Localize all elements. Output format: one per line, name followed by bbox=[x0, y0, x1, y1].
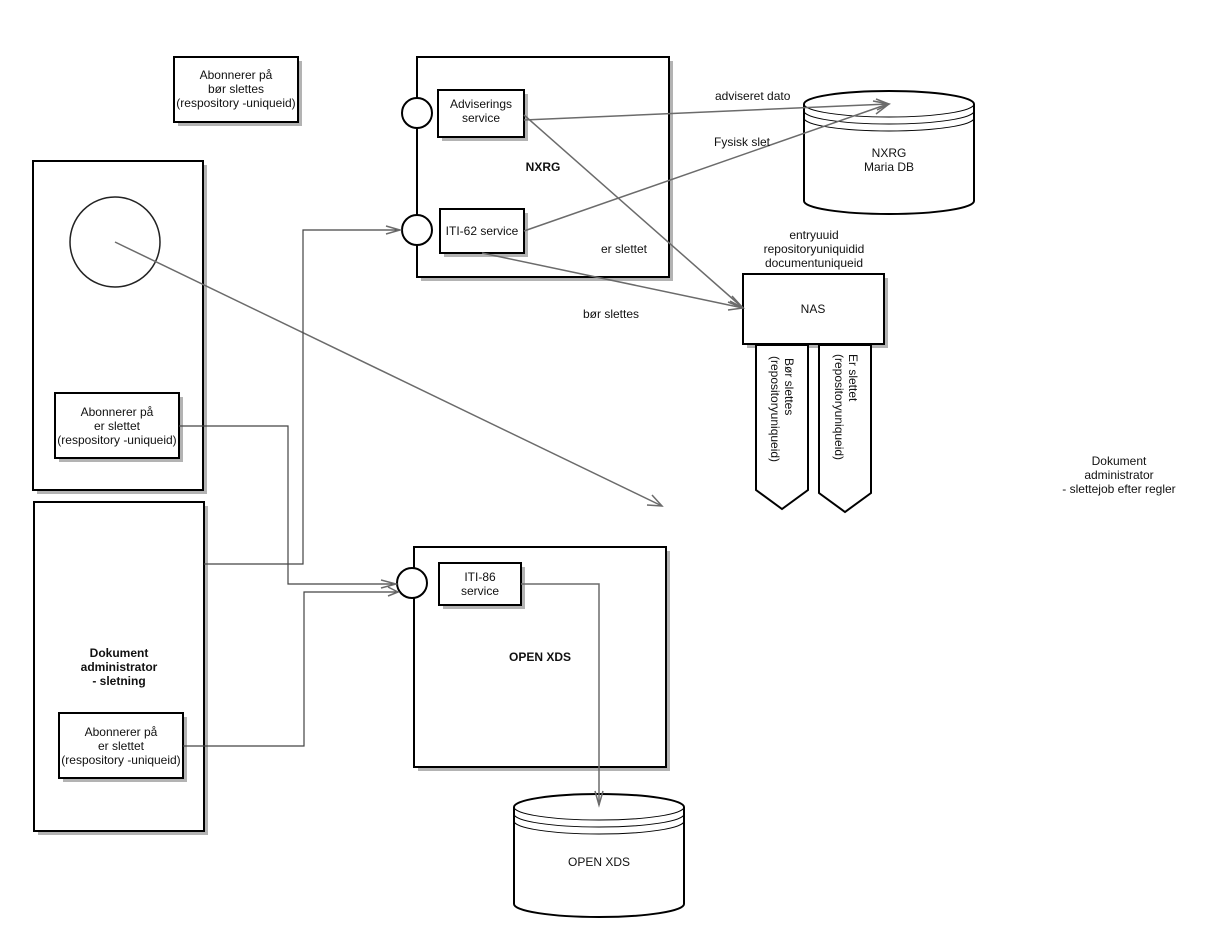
port-icon[interactable] bbox=[396, 567, 428, 599]
db-label: NXRG bbox=[872, 146, 907, 160]
component-title: - sletning bbox=[92, 674, 145, 688]
box-label: (respository -uniqueid) bbox=[57, 433, 176, 447]
queue-label: Bør slettes bbox=[782, 358, 796, 415]
queue-bor-slettes[interactable]: Bør slettes (repositoryuniqueid) bbox=[755, 344, 809, 511]
box-label: (respository -uniqueid) bbox=[176, 96, 295, 110]
edge-fysisk-slet[interactable] bbox=[523, 100, 891, 232]
box-label: er slettet bbox=[98, 739, 145, 753]
edge-label-fysisk-slet: Fysisk slet bbox=[714, 135, 771, 149]
component-title: Dokument bbox=[90, 646, 149, 660]
adviserings-service-box[interactable]: Adviserings service bbox=[437, 89, 528, 141]
box-label: ITI-86 bbox=[464, 570, 496, 584]
subscribe-bor-slettes-box[interactable]: Abonnerer på bør slettes (respository -u… bbox=[173, 56, 302, 126]
nas-field: entryuuid bbox=[789, 228, 838, 242]
box-label: bør slettes bbox=[208, 82, 264, 96]
edge-actor-to-slettejob[interactable] bbox=[114, 241, 664, 507]
db-label: Maria DB bbox=[864, 160, 914, 174]
nxrg-maria-db[interactable]: NXRG Maria DB bbox=[803, 90, 975, 215]
box-label: Abonnerer på bbox=[81, 405, 154, 419]
edge-iti86-to-openxds-db[interactable] bbox=[521, 583, 604, 808]
box-label: service bbox=[461, 584, 499, 598]
edge-label-bor-slettes: bør slettes bbox=[583, 307, 639, 321]
iti86-service-box[interactable]: ITI-86 service bbox=[438, 562, 525, 609]
queue-er-slettet[interactable]: Er slettet (repositoryuniqueid) bbox=[818, 344, 872, 514]
edge-admin-to-iti62[interactable] bbox=[204, 225, 403, 565]
dokument-admin-slettejob-label[interactable]: Dokument administrator - slettejob efter… bbox=[1062, 454, 1175, 496]
box-label: Abonnerer på bbox=[200, 68, 273, 82]
port-icon[interactable] bbox=[401, 214, 433, 246]
subscribe-er-slettet-box-bottom[interactable]: Abonnerer på er slettet (respository -un… bbox=[58, 712, 187, 782]
queue-label: (repositoryuniqueid) bbox=[768, 356, 782, 462]
box-label: (respository -uniqueid) bbox=[61, 753, 180, 767]
port-icon[interactable] bbox=[401, 97, 433, 129]
queue-label: Er slettet bbox=[846, 354, 860, 402]
nas-title: NAS bbox=[801, 302, 826, 316]
edge-subscriber-bottom-to-iti86[interactable] bbox=[183, 586, 400, 747]
iti62-service-box[interactable]: ITI-62 service bbox=[439, 208, 528, 257]
edge-label-adviseret-dato: adviseret dato bbox=[715, 89, 791, 103]
er-slettet-label: er slettet bbox=[601, 242, 648, 256]
box-label: er slettet bbox=[94, 419, 141, 433]
queue-label: (repositoryuniqueid) bbox=[832, 354, 846, 460]
nas-field: documentuniqueid bbox=[765, 256, 863, 270]
nxrg-title: NXRG bbox=[526, 160, 561, 174]
edge-subscriber-to-iti86[interactable] bbox=[179, 425, 399, 589]
subscribe-er-slettet-box-top[interactable]: Abonnerer på er slettet (respository -un… bbox=[54, 392, 183, 462]
text-line: Dokument bbox=[1092, 454, 1147, 468]
dokument-admin-sletning[interactable]: Dokument administrator - sletning bbox=[33, 501, 208, 835]
box-label: Adviserings bbox=[450, 97, 512, 111]
component-title: administrator bbox=[81, 660, 158, 674]
open-xds-db[interactable]: OPEN XDS bbox=[513, 793, 685, 918]
box-label: Abonnerer på bbox=[85, 725, 158, 739]
box-label: service bbox=[462, 111, 500, 125]
text-line: - slettejob efter regler bbox=[1062, 482, 1175, 496]
nas-fields-label: entryuuid repositoryuniquidid documentun… bbox=[764, 228, 865, 270]
db-label: OPEN XDS bbox=[568, 855, 630, 869]
open-xds-title: OPEN XDS bbox=[509, 650, 571, 664]
box-label: ITI-62 service bbox=[446, 224, 519, 238]
nas-field: repositoryuniquidid bbox=[764, 242, 865, 256]
nas-box[interactable]: NAS bbox=[742, 273, 888, 348]
edge-iti62-to-nas[interactable] bbox=[481, 252, 746, 311]
text-line: administrator bbox=[1084, 468, 1153, 482]
